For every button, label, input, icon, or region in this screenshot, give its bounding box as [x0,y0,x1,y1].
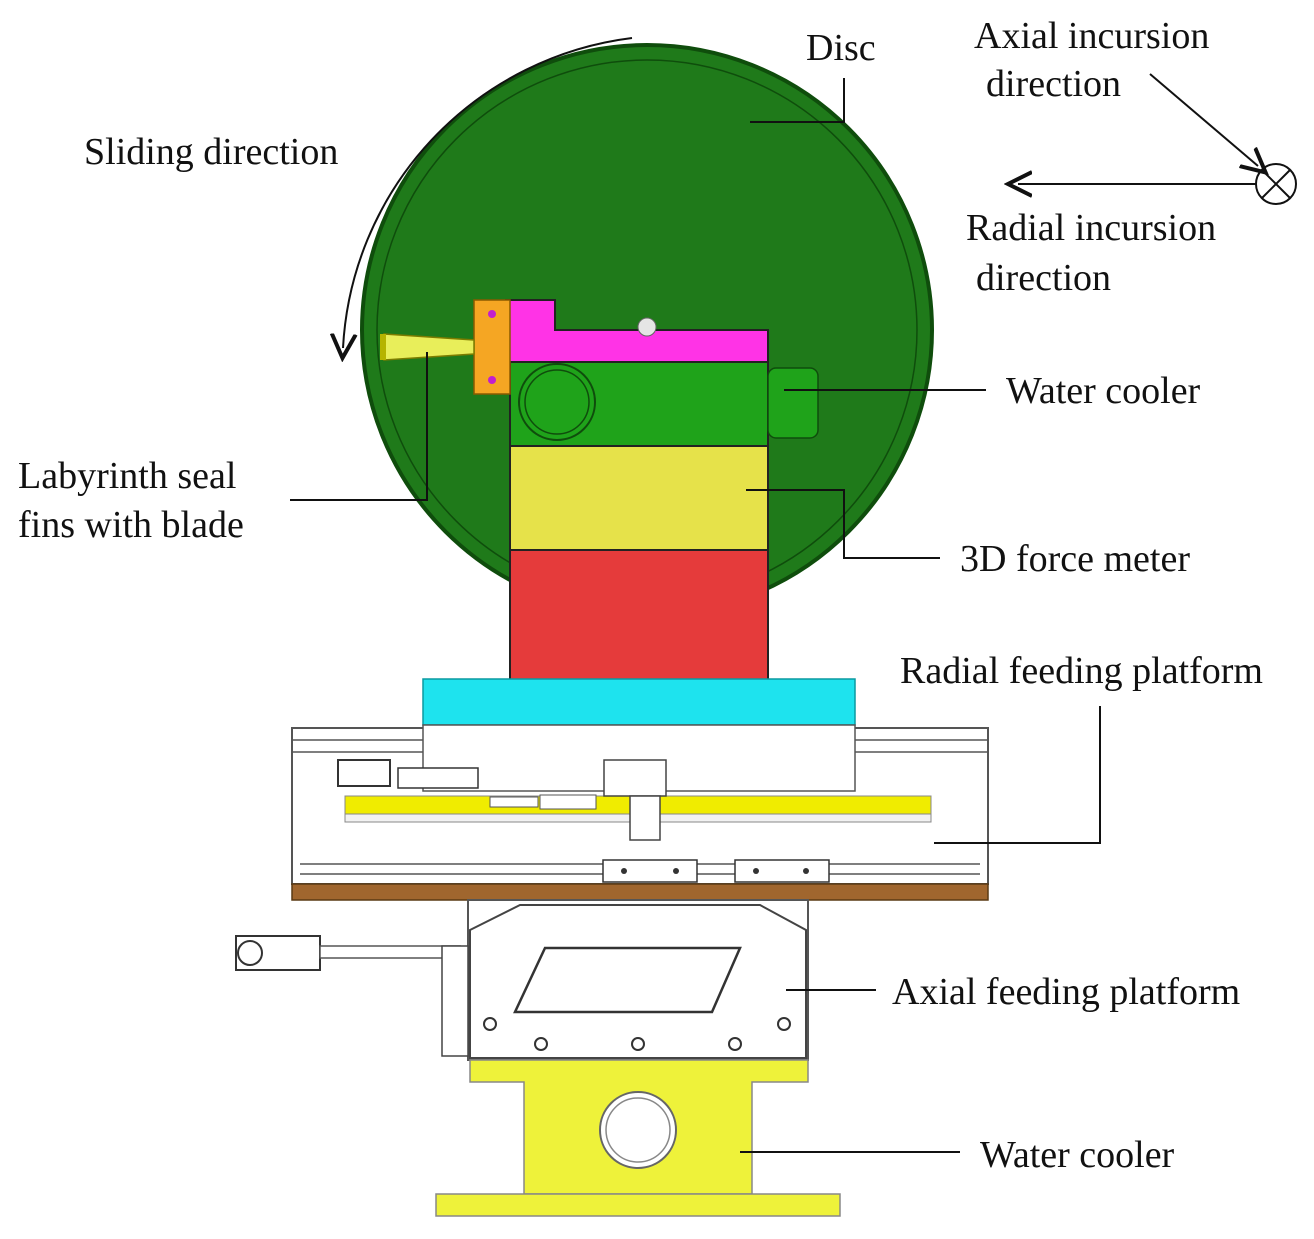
pedestal-block [509,547,769,681]
axial-bolt-3 [631,1037,645,1051]
disc-label: Disc [806,27,876,69]
axial-feeding-platform [235,899,809,1061]
labyrinth-label-line2: fins with blade [18,504,244,546]
radial-coupling [397,767,479,789]
labyrinth-label-line1: Labyrinth seal [18,455,236,497]
axial-bolt-1 [483,1017,497,1031]
water-cooler-top-label: Water cooler [1006,370,1201,412]
water-cooler-block [509,361,769,447]
blade-tip [380,334,386,360]
slider-bolt-4 [803,868,809,874]
axial-bolt-4 [728,1037,742,1051]
axial-bracket [441,945,469,1057]
slider-block-right [734,859,830,883]
slider-bolt-2 [673,868,679,874]
axial-direction-label-line2: direction [986,63,1121,105]
slider-bolt-3 [753,868,759,874]
bottom-cooler-port-inner [605,1097,671,1163]
axial-shaft [319,945,461,959]
force-meter-leader [746,489,940,559]
cooler-nozzle [767,367,819,439]
axial-bolt-5 [777,1017,791,1031]
rail-slider-block [539,794,597,810]
disc-leader [750,78,845,123]
labyrinth-leader [290,352,428,501]
holder-hole [637,317,657,337]
axial-direction-label-line1: Axial incursion [974,15,1209,57]
axial-direction-leader [1149,73,1258,166]
sliding-direction-arrow [343,37,633,348]
axial-symbol-cross-2 [1261,169,1291,199]
axial-motor-end [237,940,263,966]
sliding-direction-label: Sliding direction [84,131,338,173]
radial-direction-label-line2: direction [976,257,1111,299]
radial-direction-label-line1: Radial incursion [966,207,1216,249]
water-cooler-bottom-label: Water cooler [980,1134,1175,1176]
radial-motor [337,759,391,787]
axial-platform-label: Axial feeding platform [892,971,1240,1013]
radial-platform-leader [934,706,1101,844]
central-link-top [603,759,667,797]
force-meter-block [509,445,769,551]
bracket-bolt-top [488,310,496,318]
cyan-plate [422,678,856,726]
radial-feeding-platform [291,724,989,885]
axial-window [513,946,742,1014]
slider-bolt-1 [621,868,627,874]
radial-base-plate [291,883,989,901]
cooler-port-inner [524,369,590,435]
bracket-bolt-bottom [488,376,496,384]
radial-platform-label: Radial feeding platform [900,650,1263,692]
slider-block-left [602,859,698,883]
axial-bolt-2 [534,1037,548,1051]
central-link-arm [629,795,661,841]
rail-slider-small [489,796,539,808]
bottom-cooler-foot [435,1193,841,1217]
cooler-port [518,363,596,441]
force-meter-label: 3D force meter [960,538,1190,580]
